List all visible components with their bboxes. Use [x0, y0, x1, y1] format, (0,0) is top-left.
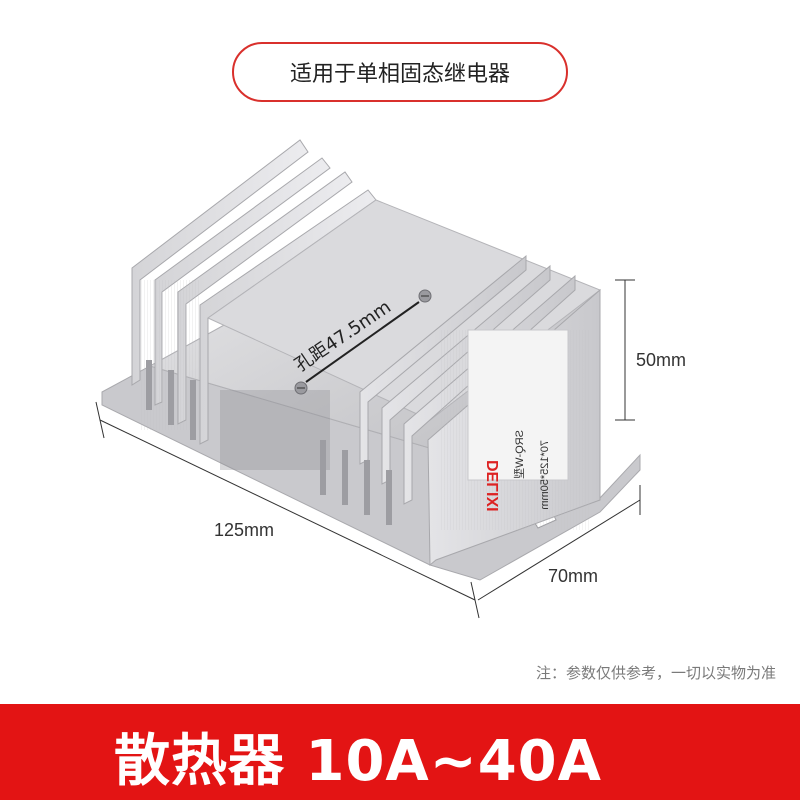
label-model: SRQ-W型 [512, 430, 526, 479]
length-dimension: 125mm [214, 520, 275, 540]
label-spec: 70*125*50mm [539, 440, 551, 510]
label-brand: DELIXI [485, 460, 502, 512]
width-dimension: 70mm [548, 566, 599, 586]
height-dimension: 50mm [636, 350, 687, 370]
banner-title: 散热器 10A~40A [114, 729, 602, 794]
disclaimer-note: 注：参数仅供参考，一切以实物为准 [535, 664, 776, 682]
product-label: DELIXI SRQ-W型 70*125*50mm [467, 329, 569, 512]
usage-badge: 适用于单相固态继电器 [232, 42, 568, 102]
bottom-banner [0, 704, 800, 800]
